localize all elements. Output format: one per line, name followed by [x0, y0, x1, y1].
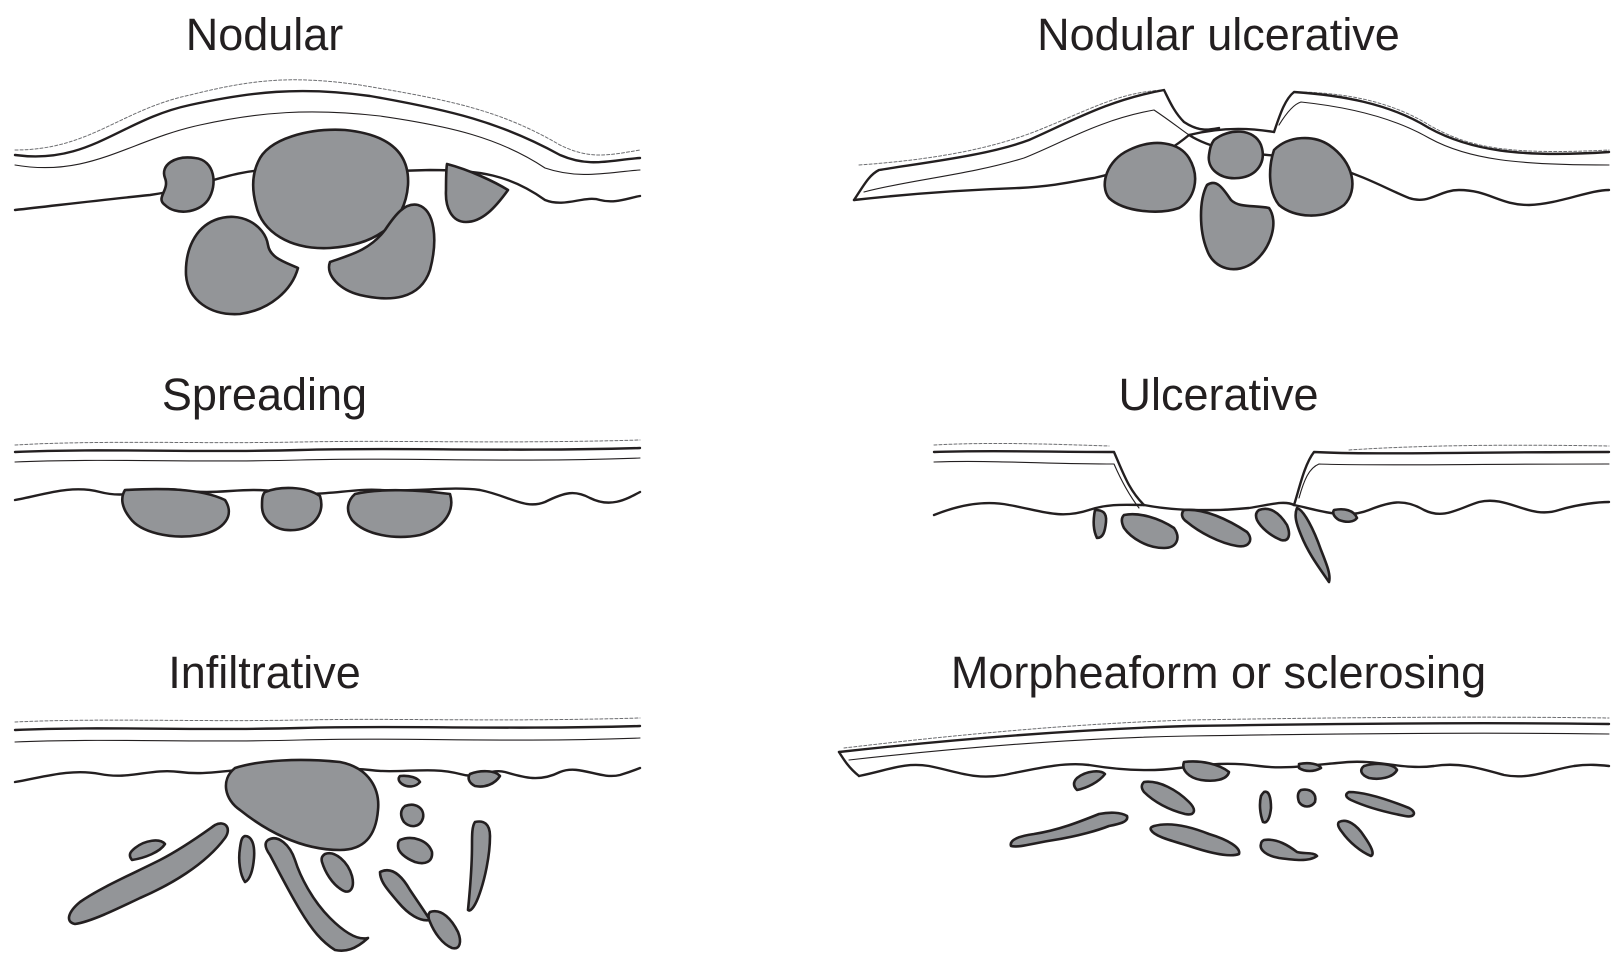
tumor-nest: [1094, 510, 1106, 538]
tumor-nest: [468, 822, 490, 911]
panel-ulcerative: Ulcerative: [809, 360, 1618, 610]
tumor-nest: [1201, 183, 1273, 269]
epidermis-line-left: [934, 461, 1139, 508]
tumor-nest: [322, 853, 353, 891]
panel-nodular-ulcerative: Nodular ulcerative: [809, 0, 1618, 330]
tumor-nest: [1361, 764, 1397, 779]
tumor-nest: [380, 870, 430, 920]
infiltrative-diagram: [0, 640, 809, 977]
tumor-nest: [1151, 824, 1240, 855]
tumor-nest: [1299, 763, 1321, 771]
skin-surface: [15, 726, 640, 730]
nodular-diagram: [0, 0, 809, 330]
tumor-nest: [122, 489, 229, 536]
nodular-ulcerative-diagram: [809, 0, 1618, 330]
tumor-nest: [1105, 143, 1195, 212]
panel-infiltrative: Infiltrative: [0, 640, 809, 977]
skin-surface-left: [934, 451, 1144, 505]
tumor-nest: [1260, 792, 1271, 823]
skin-surface-sketch: [1349, 445, 1609, 450]
epidermis-line-right: [1299, 464, 1609, 498]
tumor-nest: [1209, 132, 1263, 179]
tumor-nest: [1261, 840, 1317, 860]
basement-membrane: [15, 489, 640, 505]
tumor-nest: [1298, 790, 1315, 807]
epidermis-line: [15, 458, 640, 462]
tumor-nest: [239, 836, 254, 882]
skin-surface: [15, 448, 640, 452]
tumor-nest: [398, 838, 432, 863]
tumor-nest: [1296, 508, 1330, 582]
tumor-nest: [1142, 782, 1194, 815]
tumor-nest: [130, 841, 165, 860]
epidermis-line: [849, 733, 1609, 760]
tumor-nest: [1074, 771, 1105, 790]
skin-surface-sketch: [934, 443, 1109, 446]
tumor-nest: [266, 838, 368, 950]
tumor-nest: [348, 490, 451, 537]
morpheaform-diagram: [809, 640, 1618, 977]
skin-surface-sketch: [15, 440, 640, 445]
tumor-nest: [469, 771, 500, 786]
skin-surface-sketch: [1294, 92, 1609, 152]
basement-membrane: [859, 762, 1609, 777]
skin-surface: [839, 723, 1609, 752]
tumor-nest: [1333, 509, 1357, 521]
tumor-nest: [1122, 514, 1178, 548]
tumor-nest: [262, 488, 321, 530]
epidermis-line: [15, 738, 640, 742]
tumor-nest: [399, 776, 420, 787]
tumor-nest: [1182, 510, 1250, 547]
panel-nodular: Nodular: [0, 0, 809, 330]
ulcerative-diagram: [809, 360, 1618, 610]
skin-surface-sketch: [15, 718, 640, 722]
tumor-nest: [1346, 792, 1414, 816]
panel-morpheaform: Morpheaform or sclerosing: [809, 640, 1618, 977]
tumor-nest: [1338, 821, 1373, 856]
skin-surface-right: [1294, 452, 1609, 505]
panel-spreading: Spreading: [0, 360, 809, 610]
tumor-nest: [1270, 138, 1352, 215]
spreading-diagram: [0, 360, 809, 610]
tumor-nest: [429, 911, 461, 948]
tumor-nest: [69, 823, 228, 924]
skin-surface-sketch: [844, 717, 1609, 748]
dermal-edge: [839, 752, 859, 776]
tumor-nest: [401, 805, 423, 826]
tumor-nest: [1011, 813, 1128, 847]
tumor-nest: [1256, 509, 1289, 541]
tumor-nest: [161, 157, 213, 211]
